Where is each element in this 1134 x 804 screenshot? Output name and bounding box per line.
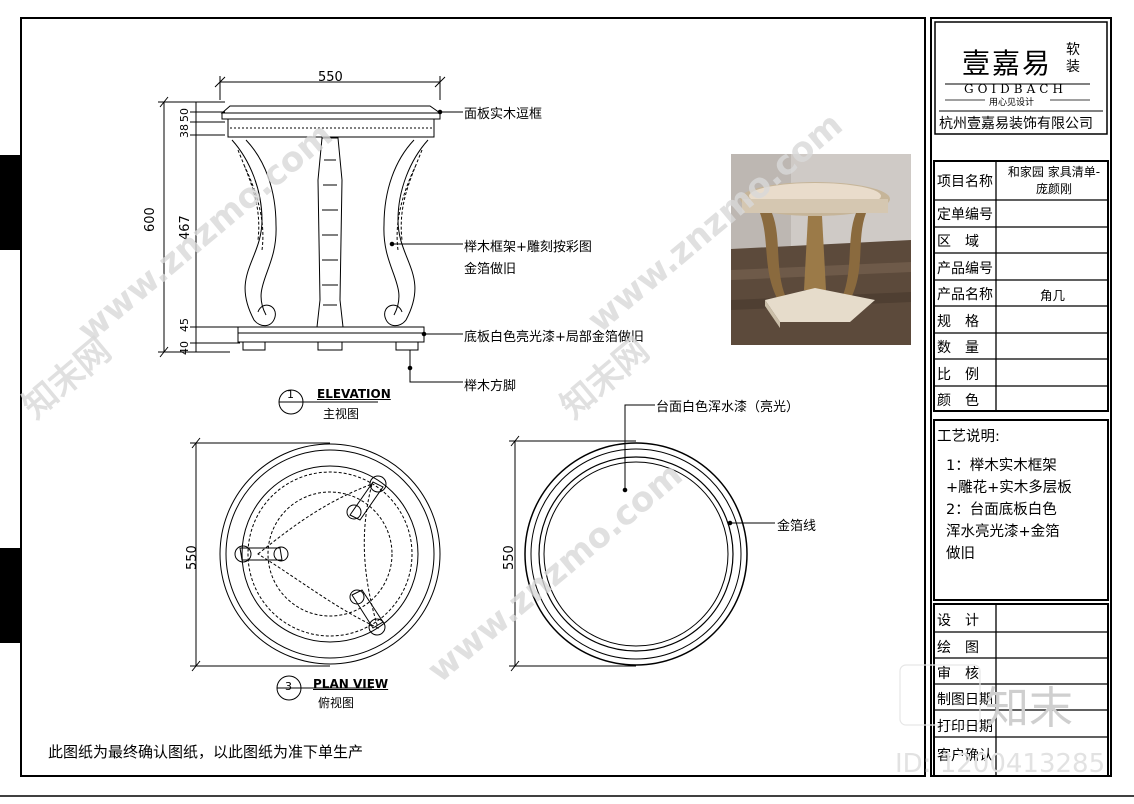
sign-client: 客户确认 bbox=[937, 748, 993, 764]
info-label-scale: 比 例 bbox=[937, 367, 979, 383]
sign-designer: 设 计 bbox=[937, 613, 979, 629]
sign-draw-date: 制图日期 bbox=[937, 692, 993, 708]
info-label-product-name: 产品名称 bbox=[937, 287, 993, 303]
callout-leg-gold: 金箔做旧 bbox=[464, 262, 517, 277]
product-photo bbox=[731, 154, 911, 345]
callout-top-frame: 面板实木逗框 bbox=[464, 107, 543, 122]
plan-dim: 550 bbox=[185, 545, 200, 570]
process-line-2: +雕花+实木多层板 bbox=[946, 480, 1072, 496]
brand-slogan: 用心见设计 bbox=[989, 98, 1035, 108]
sign-print-date: 打印日期 bbox=[937, 719, 993, 735]
process-line-5: 做旧 bbox=[946, 546, 975, 562]
process-line-4: 浑水亮光漆+金箔 bbox=[946, 524, 1060, 540]
elevation-height-dim: 600 bbox=[143, 207, 158, 232]
elevation-dim-top1: 50 bbox=[178, 108, 191, 122]
callout-feet: 榉木方脚 bbox=[464, 379, 517, 394]
info-label-color: 颜 色 bbox=[937, 393, 979, 409]
brand-side: 软装 bbox=[1066, 42, 1080, 75]
callout-leg-frame: 榉木框架+雕刻按彩图 bbox=[464, 240, 592, 255]
company-name: 杭州壹嘉易装饰有限公司 bbox=[939, 116, 1093, 132]
info-label-spec: 规 格 bbox=[937, 314, 979, 330]
top-view-dim: 550 bbox=[502, 545, 517, 570]
brand-name: 壹嘉易 bbox=[962, 47, 1053, 80]
top-view-callout-gold-line: 金箔线 bbox=[777, 519, 817, 534]
watermark-id: ID: 1200413285 bbox=[895, 749, 1106, 779]
process-line-3: 2：台面底板白色 bbox=[946, 502, 1057, 518]
info-label-order: 定单编号 bbox=[937, 207, 993, 223]
elevation-tag-number: 1 bbox=[287, 388, 294, 401]
top-view-callout-surface: 台面白色浑水漆（亮光） bbox=[656, 400, 800, 415]
plan-tag-title: PLAN VIEW bbox=[313, 677, 389, 691]
info-label-product-no: 产品编号 bbox=[937, 261, 993, 277]
process-line-1: 1：榉木实木框架 bbox=[946, 458, 1057, 474]
info-label-qty: 数 量 bbox=[937, 340, 979, 356]
info-value-product-name: 角几 bbox=[1039, 288, 1065, 303]
sign-reviewer: 审 核 bbox=[937, 666, 979, 682]
watermark-logo: 知末 bbox=[985, 683, 1073, 734]
elevation-tag-sub: 主视图 bbox=[323, 407, 360, 421]
info-label-region: 区 域 bbox=[937, 234, 979, 250]
plan-tag-sub: 俯视图 bbox=[318, 696, 355, 710]
top-view-drawing bbox=[509, 404, 775, 672]
plan-tag-number: 3 bbox=[285, 680, 292, 693]
footer-note: 此图纸为最终确认图纸，以此图纸为准下单生产 bbox=[48, 743, 364, 761]
info-value-project: 和家园 家具清单-庞颜刚 bbox=[1007, 165, 1101, 196]
elevation-dim-bot: 40 bbox=[178, 341, 191, 355]
plan-view-drawing bbox=[190, 437, 441, 701]
process-title: 工艺说明: bbox=[937, 429, 1000, 445]
elevation-dim-top2: 38 bbox=[178, 124, 191, 138]
elevation-drawing bbox=[158, 76, 463, 415]
sign-drafter: 绘 图 bbox=[937, 640, 979, 656]
elevation-width-dim: 550 bbox=[318, 70, 343, 85]
callout-base: 底板白色亮光漆+局部金箔做旧 bbox=[464, 330, 644, 345]
elevation-dim-low: 45 bbox=[178, 318, 191, 332]
elevation-tag-title: ELEVATION bbox=[317, 387, 391, 401]
info-label-project: 项目名称 bbox=[937, 174, 993, 190]
brand-english: GOIDBACH bbox=[964, 82, 1067, 96]
